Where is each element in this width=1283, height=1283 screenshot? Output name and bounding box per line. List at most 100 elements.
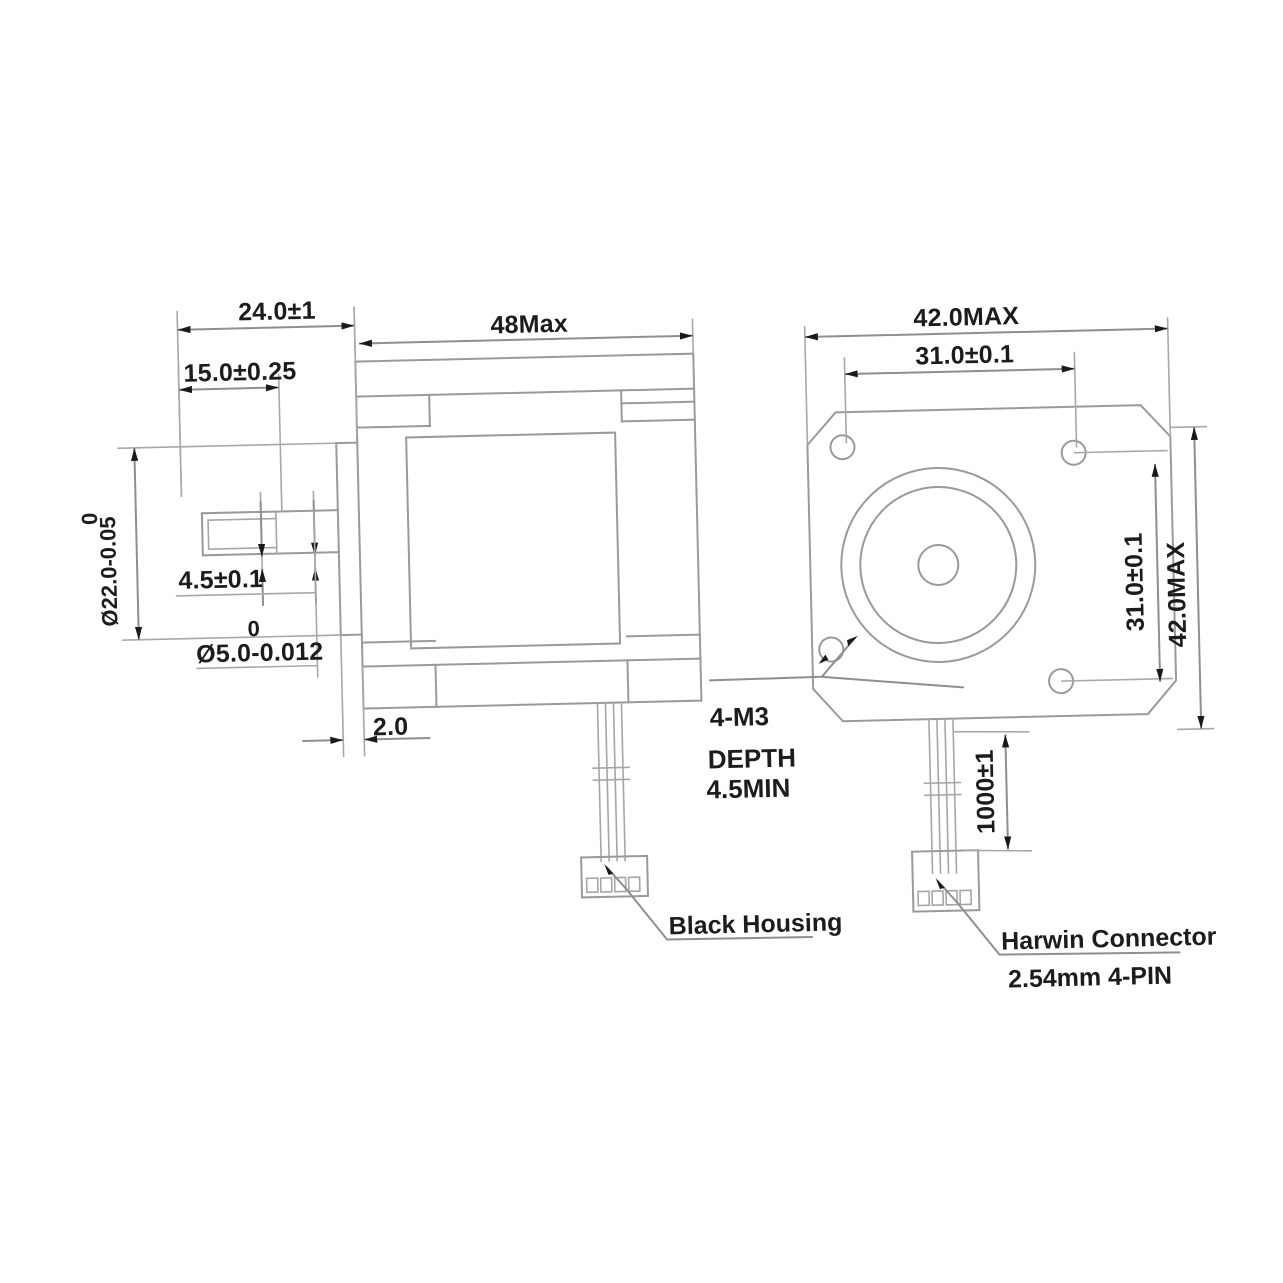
dim-shaft-partial-length: 15.0±0.25 — [177, 355, 297, 512]
dim-22-ext-bottom — [121, 634, 341, 642]
dim-31h-ext-left — [843, 357, 848, 444]
flange-line-top-4 — [620, 418, 696, 423]
dim-22-tolerance-top: 0 — [77, 512, 102, 525]
dim-shaft-total-length: 24.0±1 — [176, 297, 358, 497]
stator-stack-outline — [405, 431, 622, 650]
dim-42h-ext-left — [803, 326, 809, 446]
harwin-pin-3 — [945, 889, 959, 906]
dim-42h-label: 42.0MAX — [913, 302, 1019, 332]
dim-front-width: 42.0MAX — [803, 302, 1172, 446]
harwin-pin-2 — [931, 890, 945, 907]
front-face-outline — [806, 404, 1178, 723]
dim-31h-label: 31.0±0.1 — [915, 340, 1014, 370]
side-wire-1 — [596, 702, 602, 862]
black-housing-leader-arrowhead — [604, 863, 614, 875]
dim-31h-line — [844, 365, 1075, 378]
black-housing-leader-line — [624, 887, 814, 941]
side-connector-pin-4 — [627, 876, 641, 893]
harwin-label-line1: Harwin Connector — [1001, 923, 1217, 956]
dim-boss-height: 2.0 — [302, 635, 431, 758]
shaft-end-face — [200, 512, 204, 557]
dim-42v-line — [1190, 426, 1205, 729]
dim-5-leader-underline — [196, 664, 318, 670]
dim-48-ext-left — [353, 306, 357, 362]
dim-22-label: Ø22.0-0.05 — [95, 516, 123, 627]
front-wire-4 — [952, 717, 958, 874]
m3-label-line3: 4.5MIN — [706, 773, 790, 805]
flange-line-top-3 — [620, 400, 696, 405]
shaft-flat-edge-right — [275, 510, 278, 555]
harwin-label-line2: 2.54mm 4-PIN — [1008, 962, 1173, 994]
front-cable-tie-bottom — [923, 793, 962, 797]
front-wire-2 — [936, 718, 942, 874]
front-wire-3 — [944, 718, 950, 874]
boss-inner-circle — [859, 485, 1018, 644]
dim-shaft-flat-length: 4.5±0.1 — [175, 490, 320, 606]
side-view-body — [354, 352, 703, 710]
dim-15-label: 15.0±0.25 — [183, 357, 296, 388]
front-cable-tie-top — [923, 781, 962, 785]
m3-label-line1: 4-M3 — [709, 701, 769, 732]
dim-2-arrow-left — [302, 736, 344, 744]
dim-15-line — [178, 384, 279, 394]
shaft-flat-line-left — [207, 519, 210, 550]
dim-48-line — [358, 332, 693, 347]
flange-edge-left — [428, 393, 431, 427]
flange-edge-right-upper — [620, 389, 623, 423]
dim-42h-ext-right — [1166, 317, 1172, 437]
dim-1000-label: 1000±1 — [971, 749, 1001, 834]
dim-45-arrow-left-stem — [258, 500, 266, 557]
m3-leader-line-right — [819, 675, 965, 689]
side-view-group: Black Housing 24.0±1 48Max 15.0±0.25 — [77, 297, 843, 941]
callout-mounting-holes: 4-M3 DEPTH 4.5MIN — [706, 635, 965, 805]
side-connector-pin-3 — [613, 876, 627, 893]
harwin-connector-housing — [911, 849, 981, 913]
front-view-cable-assembly: Harwin Connector 2.54mm 4-PIN — [911, 717, 1217, 994]
dim-5-tolerance-top: 0 — [247, 616, 260, 641]
flange-line-bot-3 — [625, 633, 701, 638]
harwin-leader-arrowhead — [935, 878, 945, 890]
black-housing-label: Black Housing — [668, 908, 842, 940]
m3-label-line2: DEPTH — [707, 742, 796, 774]
dim-15-ext-right — [277, 373, 283, 512]
dim-42h-line — [804, 325, 1168, 341]
shaft-flat-line-top — [207, 517, 277, 521]
dim-24-label: 24.0±1 — [238, 297, 316, 327]
side-connector-pin-1 — [585, 877, 599, 894]
side-wire-3 — [612, 701, 618, 862]
flange-line-bot-2 — [360, 639, 436, 644]
side-view-shaft-assembly — [200, 441, 363, 637]
dim-5-label: Ø5.0-0.012 — [196, 637, 324, 668]
motor-body-outline — [354, 352, 703, 710]
side-wire-4 — [620, 701, 626, 862]
dim-2-arrow-right — [364, 735, 431, 743]
flange-line-top-2 — [355, 424, 431, 429]
dim-31v-label: 31.0±0.1 — [1120, 532, 1150, 631]
dim-5-ext-a — [313, 510, 319, 678]
mounting-hole-bottom-left — [818, 636, 845, 663]
front-view-group: 42.0MAX 31.0±0.1 31.0±0.1 42.0MAX — [706, 302, 1217, 994]
dim-shaft-diameter: Ø5.0-0.012 0 — [196, 510, 324, 678]
shaft-top-line — [200, 509, 339, 515]
harwin-pin-4 — [959, 889, 973, 906]
mounting-hole-top-left — [829, 434, 856, 461]
flange-line-bot-1 — [361, 657, 702, 668]
dim-front-hole-pitch-v: 31.0±0.1 — [1061, 449, 1174, 682]
side-connector-housing — [580, 854, 650, 899]
dim-boss-diameter: Ø22.0-0.05 0 — [77, 442, 341, 642]
dim-22-ext-top — [117, 442, 337, 450]
boss-left-edge — [335, 442, 342, 637]
dim-45-leader-underline — [175, 591, 316, 597]
dim-48-label: 48Max — [490, 310, 568, 340]
harwin-leader-line — [956, 901, 1181, 956]
dim-45-arrow-left-lower — [258, 568, 267, 606]
front-wire-1 — [928, 718, 934, 875]
flange-edge-right-lower — [626, 659, 630, 704]
dim-31v-ext-top — [1073, 449, 1168, 454]
shaft-flat-line-bottom — [207, 546, 278, 550]
dim-15-ext-left — [177, 355, 183, 497]
flange-line-top-1 — [355, 387, 696, 398]
m3-leader-arrowhead-a — [847, 635, 858, 647]
